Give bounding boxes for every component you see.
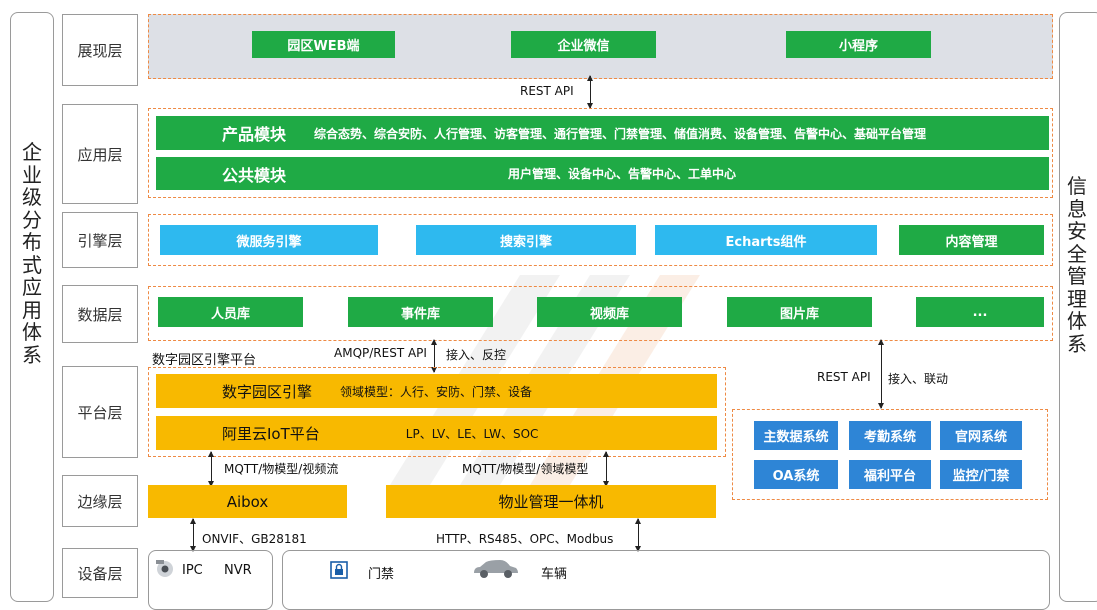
- access-feedback-label: 接入、反控: [446, 348, 507, 362]
- wecom-button: 企业微信: [511, 31, 656, 58]
- left-side-panel: 企业级分布式应用体系: [10, 12, 54, 602]
- echarts-component: Echarts组件: [655, 225, 877, 255]
- attendance-system: 考勤系统: [849, 421, 931, 450]
- engine-layer-box: [148, 214, 1053, 266]
- right-side-panel: 信息安全管理体系: [1059, 12, 1097, 602]
- vehicle-label: 车辆: [541, 567, 568, 582]
- monitor-door-system: 监控/门禁: [940, 460, 1022, 489]
- mqtt-label-left: MQTT/物模型/视频流: [224, 462, 339, 476]
- right-char: 体: [1067, 309, 1087, 333]
- layer-presentation: 展现层: [62, 14, 138, 86]
- ipc-label: IPC: [182, 563, 203, 578]
- common-module-bar: 公共模块 用户管理、设备中心、告警中心、工单中心: [156, 157, 1049, 190]
- aibox-bar: Aibox: [148, 485, 347, 518]
- right-char: 息: [1067, 196, 1087, 221]
- camera-icon: [156, 560, 173, 577]
- application-layer-box: [148, 108, 1053, 198]
- product-module-title: 产品模块: [222, 125, 287, 144]
- product-module-bar: 产品模块 综合态势、综合安防、人行管理、访客管理、通行管理、门禁管理、储值消费、…: [156, 116, 1049, 150]
- event-db: 事件库: [348, 297, 493, 327]
- device-box-right: [282, 550, 1050, 610]
- http-label: HTTP、RS485、OPC、Modbus: [436, 532, 614, 546]
- common-module-title: 公共模块: [222, 165, 287, 185]
- data-layer-box: [148, 286, 1053, 341]
- mqtt-label-right: MQTT/物模型/领域模型: [462, 462, 589, 476]
- property-machine-label: 物业管理一体机: [498, 493, 604, 511]
- mqtt-arrow-right: [603, 451, 609, 487]
- mini-program-button: 小程序: [786, 31, 931, 58]
- left-char: 业: [22, 162, 42, 187]
- image-db: 图片库: [727, 297, 872, 327]
- access-link-label: 接入、联动: [888, 372, 949, 386]
- mqtt-arrow-left: [208, 451, 214, 487]
- microservice-engine: 微服务引擎: [160, 225, 378, 255]
- more-db: ...: [916, 297, 1044, 327]
- aliyun-iot-bar: 阿里云IoT平台 LP、LV、LE、LW、SOC: [156, 416, 717, 450]
- left-char: 应: [22, 275, 42, 299]
- oa-system: OA系统: [754, 460, 838, 489]
- left-char: 布: [22, 230, 42, 254]
- video-db: 视频库: [537, 297, 682, 327]
- web-portal-button: 园区WEB端: [252, 31, 395, 58]
- door-lock-icon: [330, 561, 348, 579]
- common-module-items: 用户管理、设备中心、告警中心、工单中心: [508, 167, 737, 181]
- right-char: 系: [1067, 331, 1087, 356]
- layer-device: 设备层: [62, 548, 138, 598]
- left-char: 用: [22, 297, 42, 322]
- digital-park-engine-title: 数字园区引擎: [222, 382, 313, 401]
- welfare-platform: 福利平台: [849, 460, 931, 489]
- digital-park-engine-desc: 领域模型：人行、安防、门禁、设备: [340, 384, 533, 399]
- layer-edge: 边缘层: [62, 475, 138, 527]
- platform-title-label: 数字园区引擎平台: [152, 353, 257, 368]
- left-char: 系: [22, 342, 42, 367]
- website-system: 官网系统: [940, 421, 1022, 450]
- left-char: 分: [22, 207, 42, 232]
- nvr-label: NVR: [224, 563, 252, 578]
- amqp-arrow: [431, 339, 437, 373]
- master-data-system: 主数据系统: [754, 421, 838, 450]
- right-char: 信: [1067, 174, 1087, 198]
- content-management: 内容管理: [899, 225, 1044, 255]
- onvif-arrow: [190, 518, 196, 552]
- property-machine-bar: 物业管理一体机: [386, 485, 716, 518]
- aliyun-iot-title: 阿里云IoT平台: [222, 424, 320, 443]
- car-icon: [474, 560, 518, 578]
- aliyun-iot-desc: LP、LV、LE、LW、SOC: [405, 426, 539, 441]
- right-char: 全: [1067, 241, 1087, 266]
- enterprise-distributed-system-label: 企业级分布式应用体系: [11, 141, 53, 366]
- http-arrow: [635, 518, 641, 552]
- layer-platform: 平台层: [62, 366, 138, 458]
- left-char: 级: [22, 185, 42, 209]
- layer-engine: 引擎层: [62, 212, 138, 268]
- platform-layer-box: [148, 367, 726, 457]
- aibox-label: Aibox: [226, 492, 269, 511]
- digital-park-engine-bar: 数字园区引擎 领域模型：人行、安防、门禁、设备: [156, 374, 717, 408]
- left-char: 式: [22, 252, 42, 277]
- right-char: 理: [1067, 286, 1087, 311]
- left-char: 企: [22, 140, 42, 164]
- personnel-db: 人员库: [158, 297, 303, 327]
- rest-api-label-top: REST API: [520, 84, 574, 98]
- door-label: 门禁: [368, 567, 395, 582]
- information-security-system-label: 信息安全管理体系: [1052, 175, 1097, 355]
- layer-data: 数据层: [62, 285, 138, 343]
- business-systems-box: [732, 409, 1048, 500]
- product-module-items: 综合态势、综合安防、人行管理、访客管理、通行管理、门禁管理、储值消费、设备管理、…: [314, 126, 927, 141]
- rest-api-arrow-right: [878, 339, 884, 409]
- search-engine: 搜索引擎: [416, 225, 636, 255]
- amqp-label: AMQP/REST API: [334, 346, 427, 360]
- rest-api-label-right: REST API: [817, 370, 871, 384]
- layer-application: 应用层: [62, 104, 138, 204]
- left-char: 体: [22, 320, 42, 344]
- onvif-label: ONVIF、GB28181: [202, 532, 307, 546]
- right-char: 管: [1067, 264, 1087, 288]
- rest-api-arrow-top: [587, 75, 593, 109]
- right-char: 安: [1067, 219, 1087, 243]
